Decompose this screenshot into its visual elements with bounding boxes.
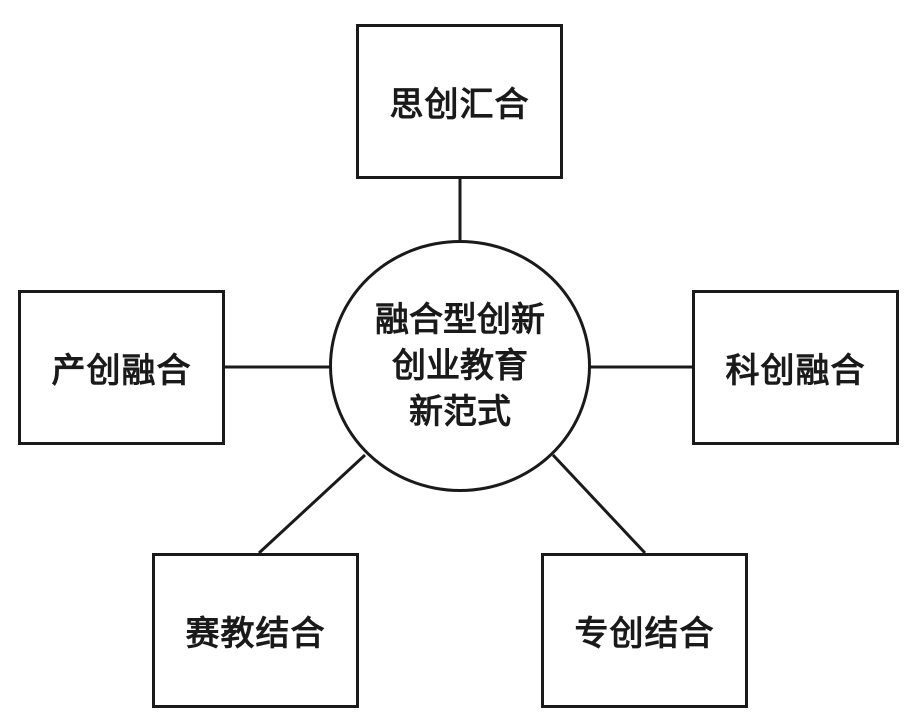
node-bottom-left-label: 赛教结合 — [185, 614, 326, 654]
connector-bottom-right — [551, 453, 647, 555]
node-top-label: 思创汇合 — [389, 85, 530, 125]
node-left-label: 产创融合 — [51, 351, 192, 391]
node-bottom-right-label: 专创结合 — [574, 614, 715, 654]
node-bottom-right: 专创结合 — [541, 553, 748, 708]
node-right-label: 科创融合 — [725, 351, 866, 391]
node-top: 思创汇合 — [356, 24, 563, 179]
node-right: 科创融合 — [692, 290, 899, 445]
center-line-2: 创业教育 — [392, 346, 528, 386]
center-node: 融合型创新 创业教育 新范式 — [329, 240, 591, 492]
node-bottom-left: 赛教结合 — [152, 553, 359, 708]
center-line-3: 新范式 — [409, 392, 511, 432]
center-line-1: 融合型创新 — [375, 300, 545, 340]
node-left: 产创融合 — [18, 290, 225, 445]
connector-bottom-left — [257, 453, 367, 555]
